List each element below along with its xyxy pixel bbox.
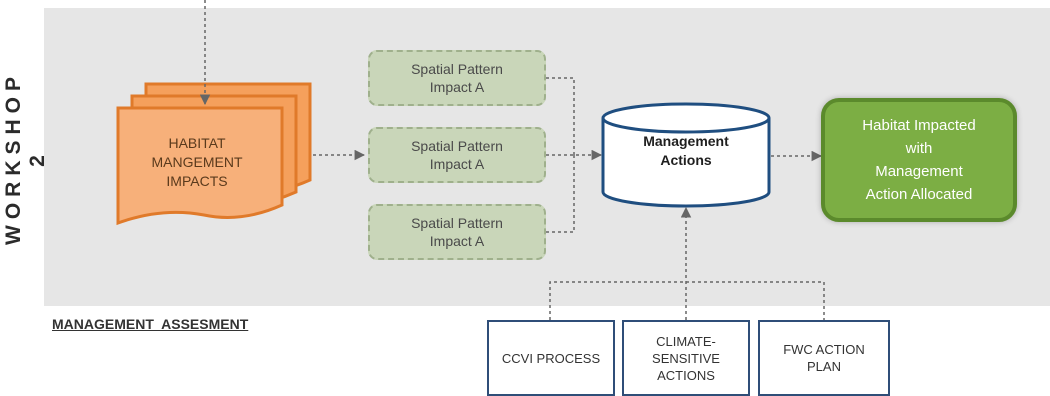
input-line: CCVI PROCESS <box>501 350 601 366</box>
habitat-impacts-label: HABITAT MANGEMENT IMPACTS <box>122 134 272 191</box>
habitat-impacts-line: MANGEMENT <box>151 154 243 170</box>
management-actions-label: Management Actions <box>603 132 769 170</box>
outcome-line: Habitat Impacted <box>862 117 976 134</box>
outcome-line: Action Allocated <box>865 186 973 203</box>
habitat-impacts-line: IMPACTS <box>166 173 228 189</box>
management-actions-line: Management <box>643 133 729 149</box>
spatial-pattern-line: Impact A <box>429 233 485 249</box>
management-actions-line: Actions <box>660 152 712 168</box>
outcome-line: with <box>905 140 933 157</box>
climate-sensitive-actions-box: CLIMATE- SENSITIVE ACTIONS <box>622 320 750 396</box>
input-line: FWC ACTION <box>783 342 865 357</box>
management-actions-database <box>601 102 771 208</box>
input-line: ACTIONS <box>657 367 715 383</box>
spatial-pattern-line: Spatial Pattern <box>411 61 503 77</box>
input-line: CLIMATE- <box>656 333 716 349</box>
spatial-pattern-box-1: Spatial Pattern Impact A <box>368 50 546 106</box>
spatial-pattern-line: Impact A <box>429 79 485 95</box>
spatial-pattern-box-3: Spatial Pattern Impact A <box>368 204 546 260</box>
fwc-action-plan-box: FWC ACTION PLAN <box>758 320 890 396</box>
habitat-impacts-document <box>116 82 312 226</box>
input-line: PLAN <box>807 359 841 374</box>
habitat-impacts-line: HABITAT <box>168 135 226 151</box>
section-label: MANAGEMENT ASSESMENT <box>52 316 249 332</box>
spatial-pattern-box-2: Spatial Pattern Impact A <box>368 127 546 183</box>
spatial-pattern-line: Impact A <box>429 156 485 172</box>
input-line: SENSITIVE <box>652 350 720 366</box>
spatial-to-db-connector <box>546 77 603 233</box>
outcome-line: Management <box>875 163 963 180</box>
spatial-pattern-line: Spatial Pattern <box>411 138 503 154</box>
spatial-pattern-line: Spatial Pattern <box>411 215 503 231</box>
inputs-to-db-connector <box>549 206 825 320</box>
habitat-impacted-outcome-box: Habitat Impacted with Management Action … <box>821 98 1017 222</box>
ccvi-process-box: CCVI PROCESS <box>487 320 615 396</box>
